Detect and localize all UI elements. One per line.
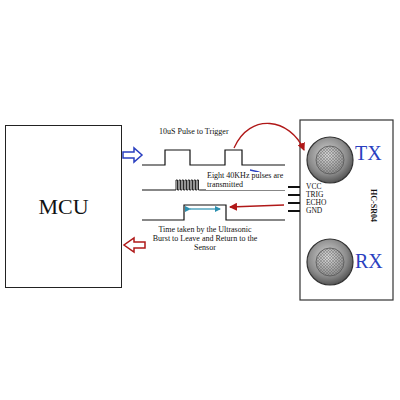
sensor-module: HC-SR04 bbox=[355, 170, 391, 240]
echo-in-arrow bbox=[124, 238, 145, 252]
module-name: HC-SR04 bbox=[368, 189, 377, 222]
echo-to-pulse-arrow bbox=[230, 205, 284, 207]
time-span-arrow bbox=[190, 208, 220, 209]
rx-transducer bbox=[307, 239, 353, 285]
burst-stroke bbox=[176, 180, 200, 190]
echo-waveform bbox=[142, 205, 285, 220]
burst-note: Eight 40KHz pulses are transmitted bbox=[206, 172, 286, 190]
burst-pulses bbox=[176, 180, 200, 190]
echo-note: Time taken by the Ultrasonic Burst to Le… bbox=[150, 226, 260, 252]
pin-name: VCC bbox=[305, 183, 322, 191]
header-pins bbox=[288, 187, 300, 211]
pin-name: GND bbox=[305, 207, 323, 215]
transducer-label: RX bbox=[355, 250, 383, 272]
tx-transducer bbox=[307, 137, 353, 183]
transducer-label: TX bbox=[355, 142, 382, 164]
sensor-board bbox=[300, 120, 393, 300]
mcu-box: MCU bbox=[5, 125, 122, 288]
trigger-waveform bbox=[142, 150, 285, 165]
trigger-to-tx-arrow bbox=[234, 123, 304, 150]
pin-name: TRIG bbox=[305, 191, 325, 199]
pin-name: ECHO bbox=[305, 199, 327, 207]
trigger-out-arrow bbox=[123, 148, 142, 162]
mcu-label: MCU bbox=[38, 194, 88, 220]
pulse-note: 10uS Pulse to Trigger bbox=[158, 128, 230, 137]
